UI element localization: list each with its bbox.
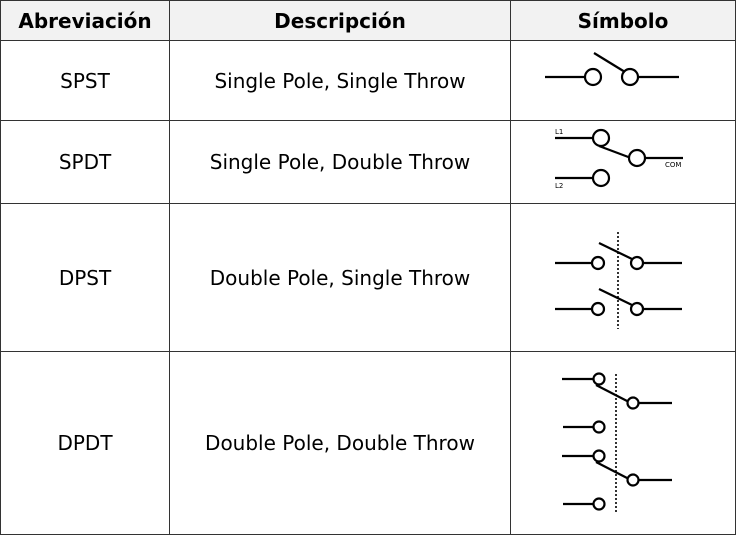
l2-label: L2 (555, 182, 563, 190)
table-row: SPDT Single Pole, Double Throw L1 (0, 120, 736, 204)
abbr-cell: SPST (0, 40, 170, 121)
spst-switch-icon (545, 51, 679, 86)
dpdt-switch-icon (562, 371, 672, 513)
table-row: DPST Double Pole, Single Throw (0, 203, 736, 352)
symbol-cell (510, 203, 736, 352)
abbr-cell: DPST (0, 203, 170, 352)
description-cell: Double Pole, Single Throw (169, 203, 511, 352)
header-abbreviation: Abreviación (0, 0, 170, 41)
description-cell: Single Pole, Single Throw (169, 40, 511, 121)
table-row: SPST Single Pole, Single Throw (0, 40, 736, 121)
symbol-cell (510, 351, 736, 535)
header-description: Descripción (169, 0, 511, 41)
description-cell: Double Pole, Double Throw (169, 351, 511, 535)
abbr-cell: SPDT (0, 120, 170, 204)
dpst-switch-icon (555, 231, 682, 329)
symbol-cell (510, 40, 736, 121)
symbol-cell: L1 L2 COM (510, 120, 736, 204)
table-row: DPDT Double Pole, Double Throw (0, 351, 736, 535)
header-row: Abreviación Descripción Símbolo (0, 0, 736, 41)
description-cell: Single Pole, Double Throw (169, 120, 511, 204)
com-label: COM (665, 161, 681, 169)
spdt-switch-icon: L1 L2 COM (555, 128, 683, 190)
l1-label: L1 (555, 128, 563, 136)
header-symbol: Símbolo (510, 0, 736, 41)
abbr-cell: DPDT (0, 351, 170, 535)
